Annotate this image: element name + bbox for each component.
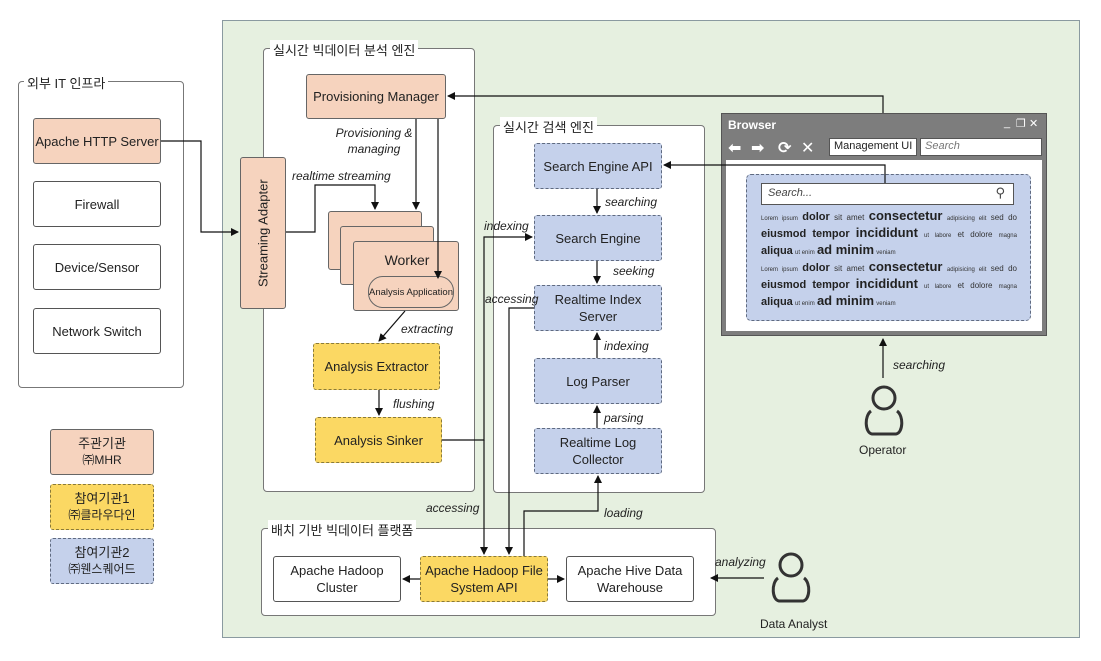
data-analyst-icon [771, 552, 811, 603]
label-parsing: parsing [604, 411, 644, 425]
operator-label: Operator [859, 443, 907, 457]
data-analyst-label: Data Analyst [760, 617, 828, 631]
label-provisioning-managing: Provisioning & managing [335, 126, 413, 156]
realtime-log-collector-box: Realtime Log Collector [534, 428, 662, 474]
provisioning-manager-box: Provisioning Manager [306, 74, 446, 119]
device-sensor-box: Device/Sensor [33, 244, 161, 290]
analysis-sinker-box: Analysis Sinker [315, 417, 442, 463]
hadoop-cluster-box: Apache Hadoop Cluster [273, 556, 401, 602]
legend-participant-2: 참여기관2 ㈜웬스퀘어드 [50, 538, 154, 584]
label-searching-api: searching [605, 195, 658, 209]
group-title-realtime-analysis: 실시간 빅데이터 분석 엔진 [270, 40, 419, 59]
search-results-panel: Search... ⚲ Lorem ipsum dolor sit amet c… [746, 174, 1031, 321]
forward-arrow-icon[interactable]: ➡ [751, 140, 765, 157]
streaming-adapter-box: Streaming Adapter [240, 157, 286, 309]
inner-search-input[interactable]: Search... ⚲ [761, 183, 1014, 205]
group-title-realtime-search: 실시간 검색 엔진 [500, 117, 597, 136]
label-indexing-left: indexing [484, 219, 529, 233]
legend-lead-org-name: ㈜MHR [82, 453, 122, 467]
analysis-application: Analysis Application [368, 276, 454, 308]
inner-search-placeholder: Search... [768, 187, 813, 199]
legend-p2-title: 참여기관2 [74, 545, 130, 560]
label-realtime-streaming: realtime streaming [292, 169, 391, 183]
operator-icon [864, 385, 904, 436]
legend-lead-title: 주관기관 [78, 436, 126, 451]
minimize-icon[interactable]: _ [1004, 117, 1011, 129]
search-results-text: Lorem ipsum dolor sit amet consectetur a… [761, 208, 1017, 309]
legend-lead-org: 주관기관 ㈜MHR [50, 429, 154, 475]
group-title-external-it: 외부 IT 인프라 [24, 73, 109, 92]
log-parser-box: Log Parser [534, 358, 662, 404]
label-flushing: flushing [393, 397, 435, 411]
label-indexing-mid: indexing [604, 339, 649, 353]
back-arrow-icon[interactable]: ⬅ [728, 140, 742, 157]
label-searching-operator: searching [893, 358, 946, 372]
legend-participant-1: 참여기관1 ㈜클라우다인 [50, 484, 154, 530]
stop-icon[interactable]: ✕ [801, 140, 815, 157]
realtime-index-server-box: Realtime Index Server [534, 285, 662, 331]
label-seeking: seeking [613, 264, 655, 278]
close-icon[interactable]: ✕ [1029, 118, 1039, 130]
label-extracting: extracting [401, 322, 454, 336]
worker-box: Worker Analysis Application [353, 241, 459, 311]
label-accessing-bottom: accessing [426, 501, 480, 515]
search-engine-api-box: Search Engine API [534, 143, 662, 189]
browser-search-input[interactable]: Search [920, 138, 1042, 156]
apache-http-server-box: Apache HTTP Server [33, 118, 161, 164]
label-analyzing: analyzing [715, 555, 766, 569]
magnifier-icon[interactable]: ⚲ [995, 185, 1005, 200]
worker-label: Worker [384, 252, 430, 268]
browser-window: Browser _ ❐ ✕ ⬅ ➡ ⟳ ✕ Management UI Sear… [721, 113, 1047, 336]
firewall-box: Firewall [33, 181, 161, 227]
search-engine-box: Search Engine [534, 215, 662, 261]
label-accessing-left: accessing [485, 292, 539, 306]
browser-viewport: Search... ⚲ Lorem ipsum dolor sit amet c… [726, 160, 1042, 331]
reload-icon[interactable]: ⟳ [778, 140, 792, 157]
address-bar[interactable]: Management UI [829, 138, 917, 156]
legend-p1-title: 참여기관1 [74, 491, 130, 506]
network-switch-box: Network Switch [33, 308, 161, 354]
browser-title: Browser [728, 118, 777, 132]
restore-icon[interactable]: ❐ [1016, 118, 1026, 130]
label-loading: loading [604, 506, 643, 520]
legend-p1-org-name: ㈜클라우다인 [68, 508, 136, 522]
analysis-extractor-box: Analysis Extractor [313, 343, 440, 390]
group-title-batch-platform: 배치 기반 빅데이터 플랫폼 [268, 520, 417, 539]
legend-p2-org-name: ㈜웬스퀘어드 [68, 562, 136, 576]
hadoop-fs-api-box: Apache Hadoop File System API [420, 556, 548, 602]
hive-dw-box: Apache Hive Data Warehouse [566, 556, 694, 602]
